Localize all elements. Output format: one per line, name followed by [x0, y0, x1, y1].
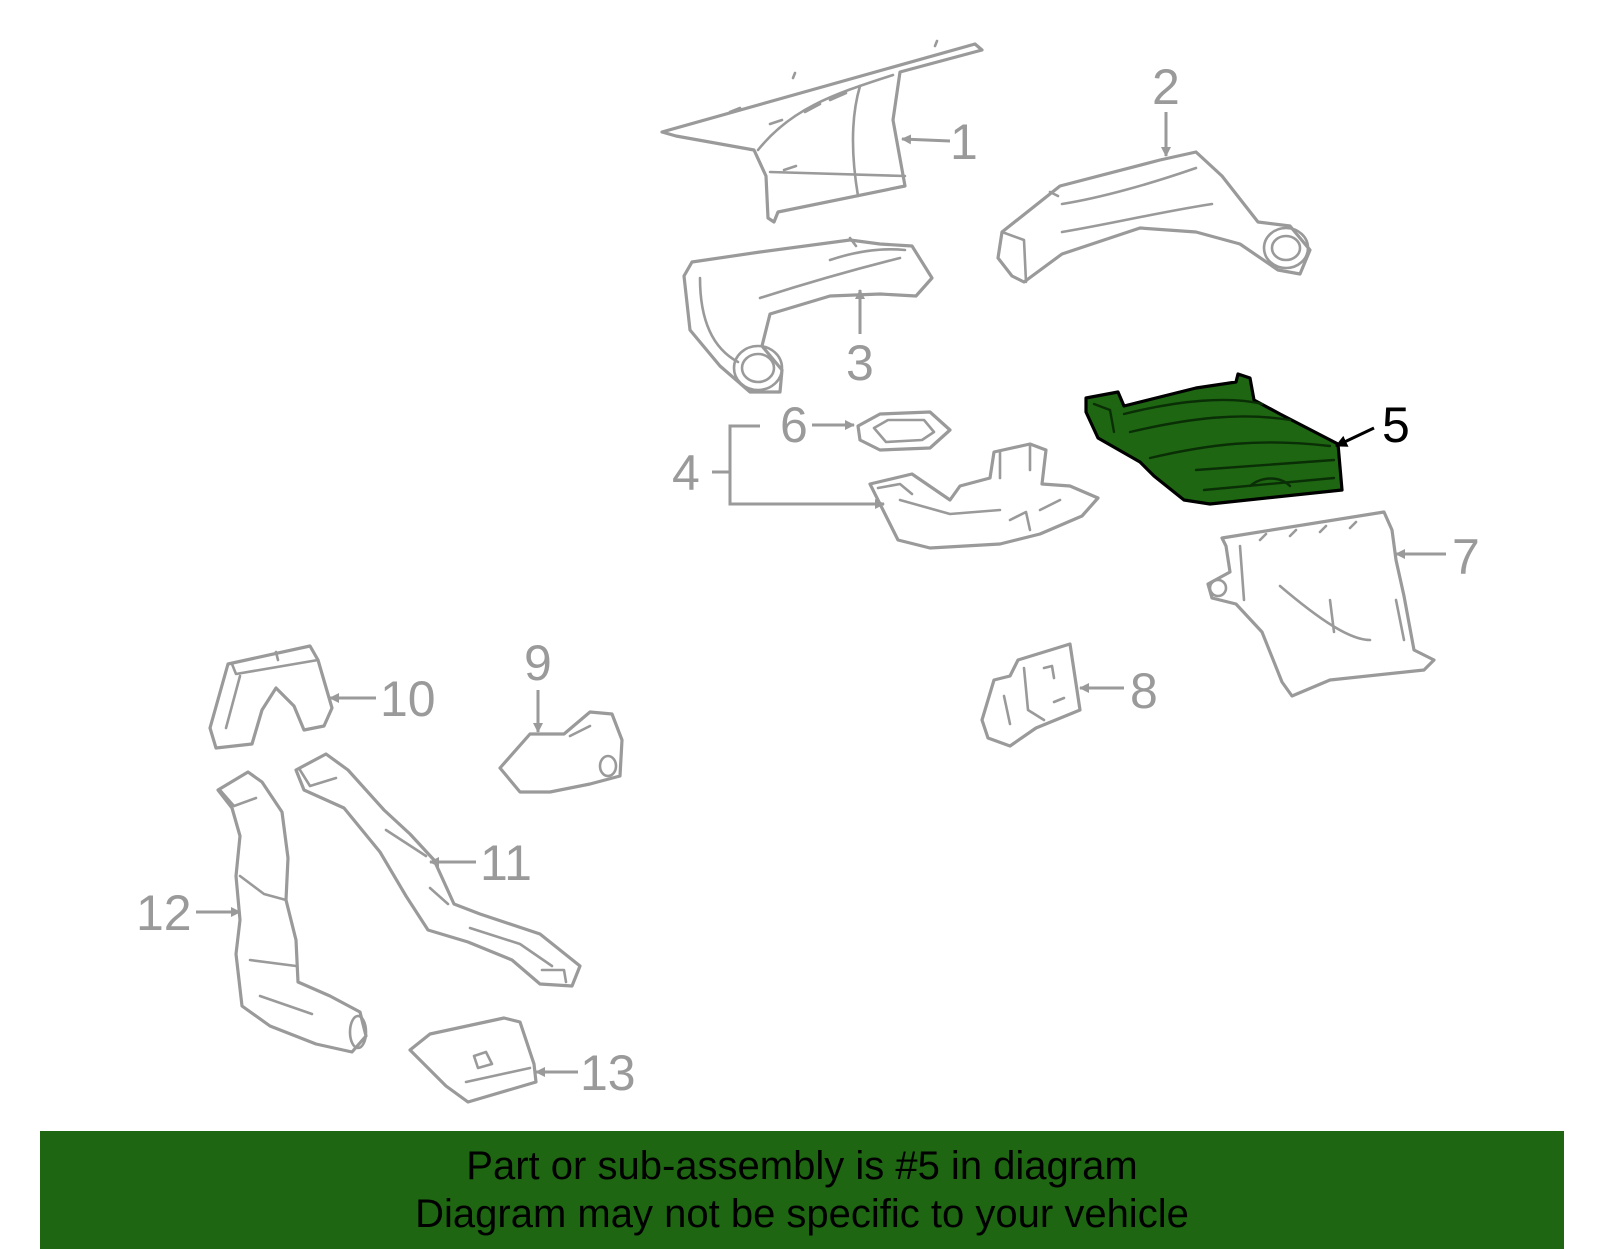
callout-4: 4	[672, 424, 885, 509]
part-5-highlighted-vent[interactable]	[1084, 372, 1344, 506]
callout-7: 7	[1395, 529, 1480, 585]
notice-line-1: Part or sub-assembly is #5 in diagram	[466, 1144, 1138, 1188]
callout-3: 3	[846, 289, 874, 391]
callout-12: 12	[136, 885, 241, 941]
part-7-lower-duct[interactable]	[1206, 510, 1436, 698]
callout-10: 10	[329, 671, 436, 727]
callout-11: 11	[429, 835, 532, 891]
callout-8-label: 8	[1130, 663, 1158, 719]
part-1-center-duct[interactable]	[660, 39, 984, 224]
callout-12-label: 12	[136, 885, 192, 941]
callout-7-label: 7	[1452, 529, 1480, 585]
part-10-left-duct[interactable]	[208, 644, 334, 750]
callout-13-label: 13	[580, 1045, 636, 1101]
part-3-side-duct[interactable]	[682, 236, 934, 394]
callout-1: 1	[901, 114, 978, 170]
callout-5-label: 5	[1382, 397, 1410, 453]
callout-13: 13	[535, 1045, 636, 1101]
callout-11-label: 11	[480, 835, 532, 891]
part-4-duct-assembly[interactable]	[868, 442, 1100, 550]
callout-5: 5	[1335, 397, 1410, 453]
callout-2-label: 2	[1152, 59, 1180, 115]
callout-2: 2	[1152, 59, 1180, 157]
callout-1-label: 1	[950, 114, 978, 170]
part-11-long-duct[interactable]	[294, 752, 582, 988]
callout-10-label: 10	[380, 671, 436, 727]
part-6-gasket[interactable]	[856, 410, 952, 452]
callout-4-label: 4	[672, 445, 700, 501]
part-8-bracket[interactable]	[980, 642, 1082, 748]
notice-banner: Part or sub-assembly is #5 in diagram Di…	[40, 1131, 1564, 1249]
part-12-left-duct[interactable]	[216, 770, 368, 1054]
callout-6-label: 6	[780, 397, 808, 453]
callout-9-label: 9	[524, 635, 552, 691]
callout-3-label: 3	[846, 335, 874, 391]
callout-8: 8	[1079, 663, 1158, 719]
part-2-side-duct[interactable]	[996, 150, 1312, 284]
callout-6: 6	[780, 397, 855, 453]
callout-9: 9	[524, 635, 552, 733]
notice-line-2: Diagram may not be specific to your vehi…	[415, 1192, 1189, 1236]
exploded-parts-diagram: 1 2 3 6	[136, 39, 1480, 1104]
part-13-lower-duct[interactable]	[408, 1016, 538, 1104]
part-9-bracket[interactable]	[498, 710, 624, 794]
